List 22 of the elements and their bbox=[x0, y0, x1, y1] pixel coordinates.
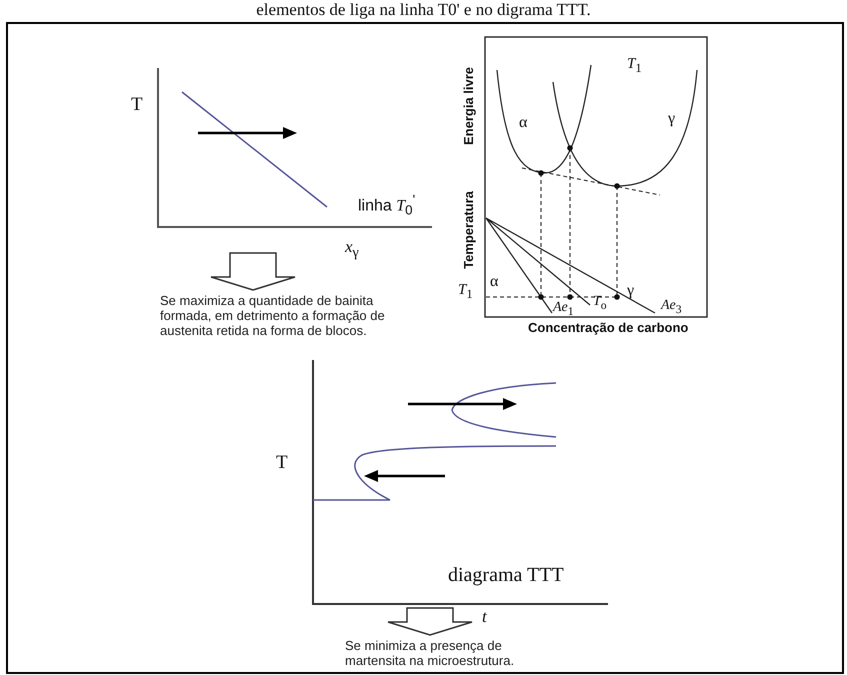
hollow-arrow bbox=[387, 607, 473, 636]
axis-label: Energia livre bbox=[462, 66, 476, 146]
hollow-arrow bbox=[210, 252, 296, 291]
axis-label: Concentração de carbono bbox=[528, 321, 688, 336]
phase-label: α bbox=[490, 273, 498, 291]
axis-label: T bbox=[131, 95, 143, 116]
phase-label: γ bbox=[668, 110, 676, 128]
line-label: Ae$_{3}$ bbox=[661, 298, 682, 317]
plot-label: diagrama TTT bbox=[448, 564, 564, 586]
phase-label: γ bbox=[627, 282, 634, 300]
line-label: T$_{o}$ bbox=[593, 294, 607, 313]
phase-label: α bbox=[519, 114, 528, 132]
temperature-label: T$_{1}$ bbox=[627, 56, 642, 76]
figure-title: elementos de liga na linha T0' e no digrama TTT. bbox=[255, 1, 592, 20]
axis-label: t bbox=[482, 608, 487, 627]
axis-label: T bbox=[276, 453, 288, 474]
result-text: Se minimiza a presença de martensita na microestrutura. bbox=[345, 638, 516, 668]
axis-label: Temperatura bbox=[462, 191, 476, 269]
line-label: Ae$_{1}$ bbox=[553, 300, 574, 319]
result-text: Se maximiza a quantidade de bainita formada, em detrimento a formação de austenita retida na forma de blocos. bbox=[160, 293, 386, 338]
temperature-label: T$_{1}$ bbox=[458, 282, 473, 302]
axis-label: x$_{γ}$ bbox=[345, 238, 359, 261]
